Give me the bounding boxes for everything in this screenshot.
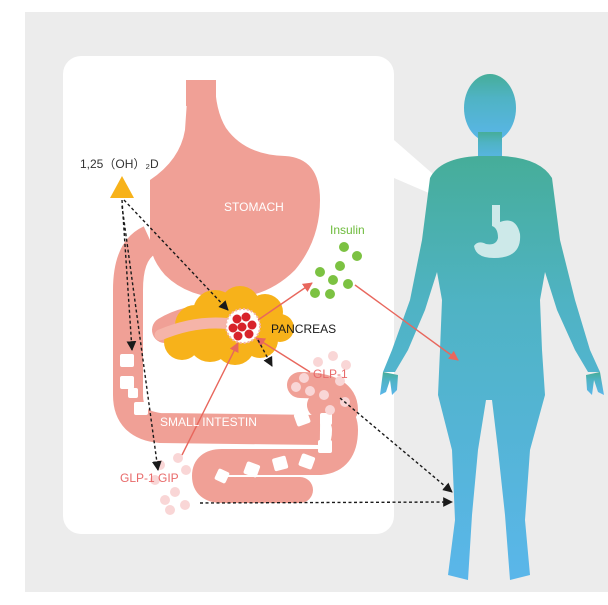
stomach-label: STOMACH — [224, 200, 284, 214]
vitamin-d-label: 1,25（OH）₂D — [80, 157, 159, 171]
pancreas-label: PANCREAS — [271, 322, 336, 336]
small-intestine-label: SMALL INTESTIN — [160, 415, 257, 429]
esophagus — [186, 80, 216, 106]
glp1-label: GLP-1 — [313, 367, 348, 381]
glp1-gip-label: GLP-1 GIP — [120, 471, 179, 485]
insulin-label: Insulin — [330, 223, 365, 237]
islet-cluster — [226, 309, 260, 343]
